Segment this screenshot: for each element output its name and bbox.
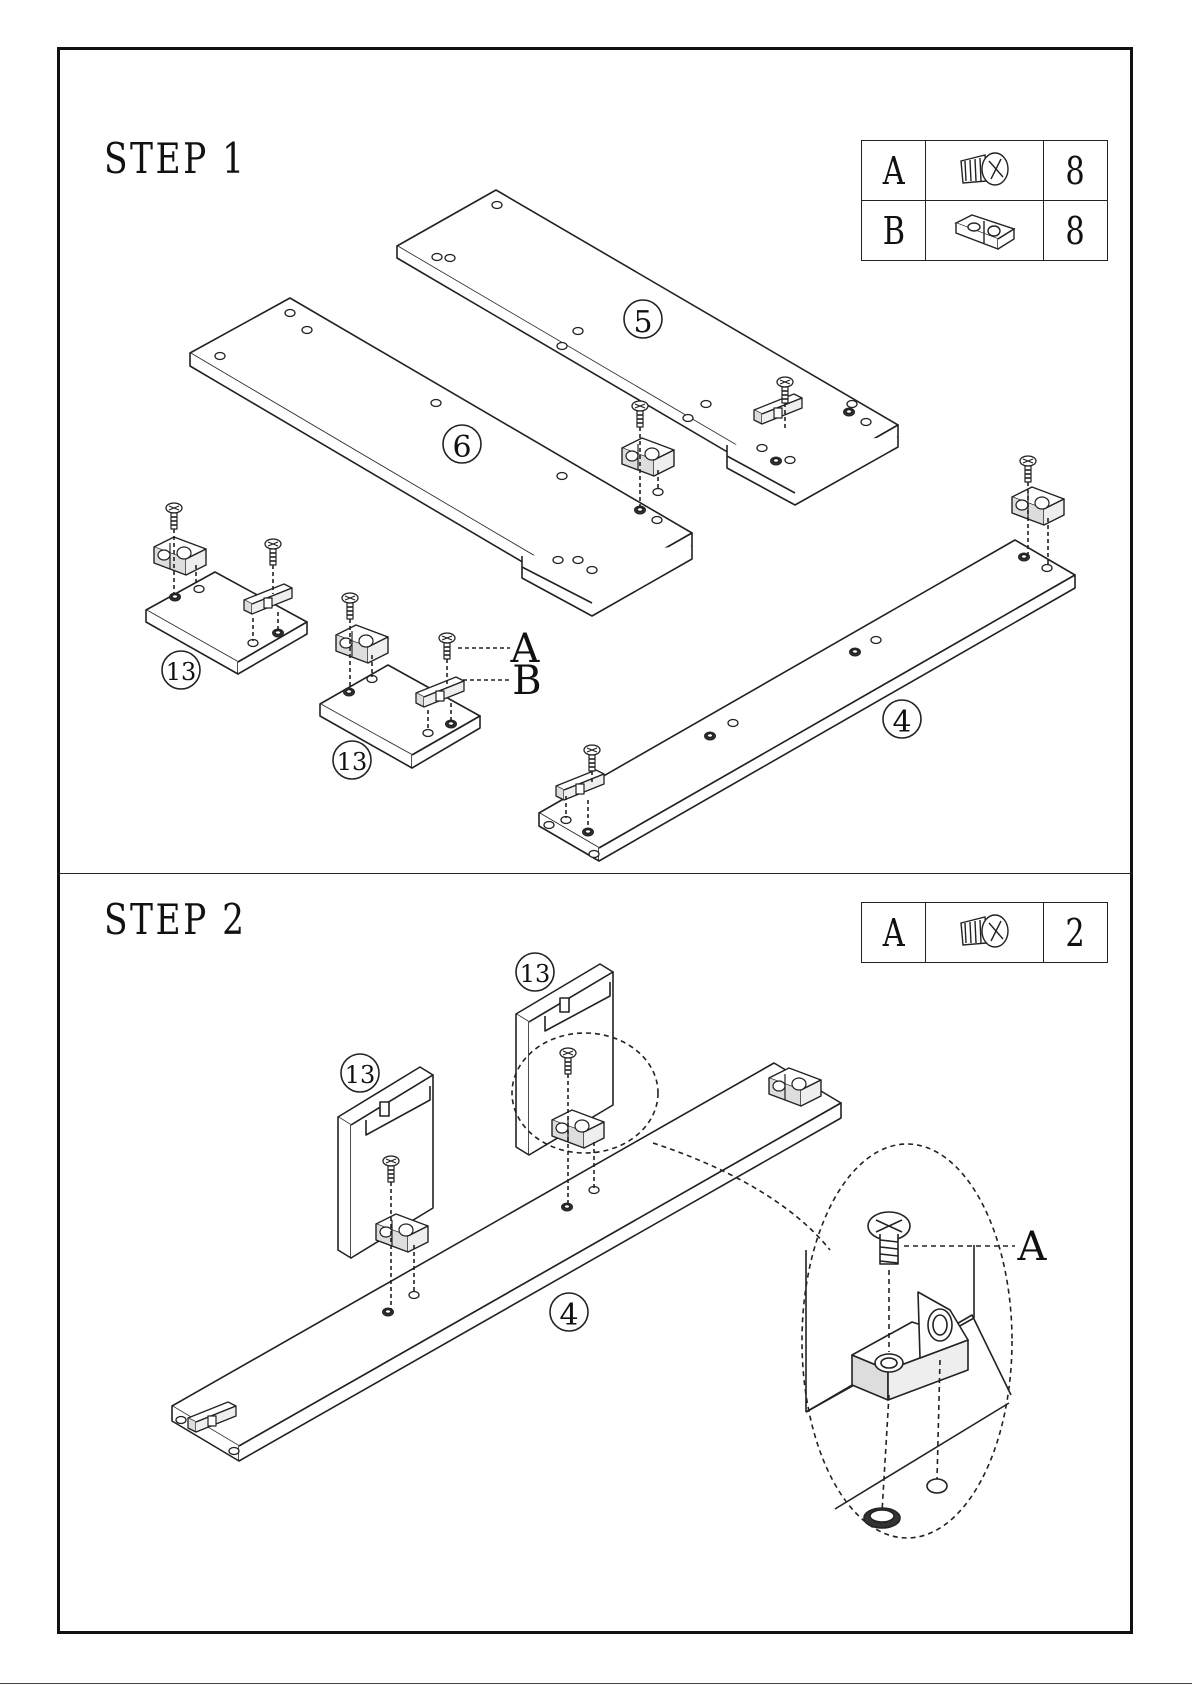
panel-6-fittings — [622, 401, 674, 510]
panel-4-number: 4 — [559, 1298, 578, 1333]
zoom-detail — [806, 1212, 1015, 1528]
panel-5-number: 5 — [633, 305, 652, 340]
panel-13-number: 13 — [345, 1061, 376, 1089]
panel-13-number: 13 — [337, 748, 368, 776]
panel-13-number: 13 — [520, 960, 551, 988]
panel-13-middle — [320, 593, 480, 768]
panel-13-number: 13 — [166, 658, 197, 686]
panel-4-step2 — [172, 1063, 841, 1461]
panel-13-left — [146, 503, 307, 674]
panel-4-number: 4 — [892, 705, 911, 740]
callout-a-label: A — [1017, 1224, 1048, 1270]
panel-6-number: 6 — [452, 430, 471, 465]
callout-b-label: B — [512, 658, 541, 704]
